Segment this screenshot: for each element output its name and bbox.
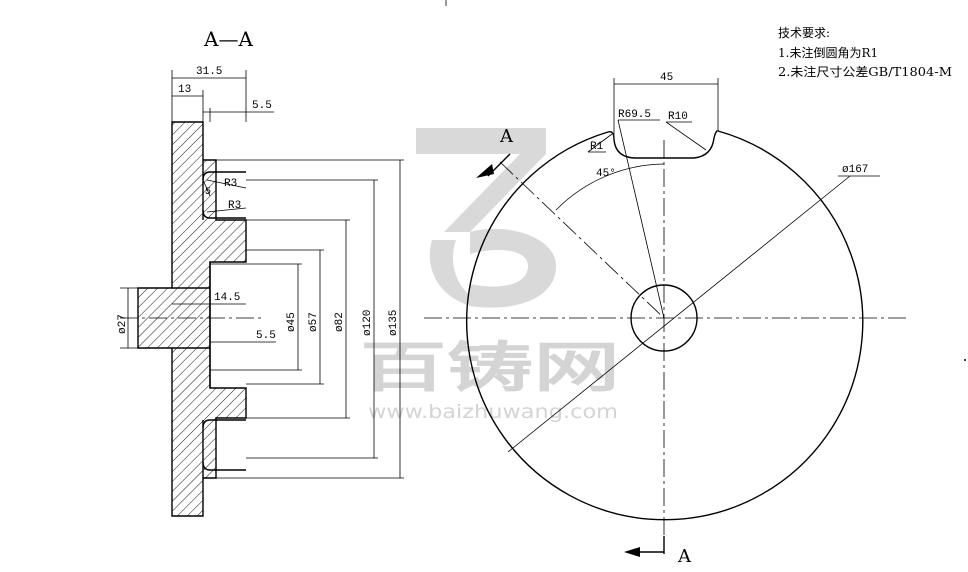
dim-45: 45 [660,72,673,84]
dim-dia-135: ø135 [388,310,400,336]
dim-dia-167: ø167 [842,164,868,176]
dim-dia-45: ø45 [286,312,298,332]
dim-dia-57: ø57 [308,312,320,332]
dim-r69-5: R69.5 [618,109,651,121]
watermark: 百铸网 www.baizhuwang.com [360,128,620,423]
notes-item-1: 1.未注倒圆角为R1 [778,45,878,60]
technical-notes: 技术要求: 1.未注倒圆角为R1 2.未注尺寸公差GB/T1804-M [778,26,952,79]
dim-r3-b: R3 [228,200,241,212]
plan-slot [607,130,719,159]
watermark-url: www.baizhuwang.com [368,401,618,423]
plan-outer-outline [466,130,864,521]
dim-r10: R10 [668,111,688,123]
plan-section-line [499,161,665,319]
dim-r3-a: R3 [224,178,237,190]
section-title: A—A [203,27,253,51]
notes-item-2: 2.未注尺寸公差GB/T1804-M [778,64,952,79]
dim-r1: R1 [590,141,604,153]
dim-13: 13 [178,84,191,96]
stray-dot [964,359,966,361]
section-arrow-top-icon [476,164,494,178]
dim-31-5: 31.5 [196,66,222,78]
section-view: A—A 31.5 13 5.5 5 R3 R3 [117,27,404,517]
plan-view: A A ø167 45° 45 R69.5 R10 R1 [424,72,908,567]
section-mark-top: A [499,126,514,147]
dim-dia-82: ø82 [334,312,346,332]
section-mark-bottom: A [677,546,692,567]
dim-5-small: 5 [205,187,211,198]
watermark-logo-icon [416,128,556,308]
notes-heading: 技术要求: [778,26,830,40]
watermark-brand: 百铸网 [360,336,620,399]
dim-5-5-top: 5.5 [252,100,272,112]
section-arrow-bottom-icon [624,547,640,557]
dim-angle-45: 45° [596,168,616,180]
dim-dia-27: ø27 [117,314,129,334]
dim-5-5-mid: 5.5 [256,330,276,342]
dim-14-5: 14.5 [214,292,240,304]
dim-dia-120: ø120 [362,310,374,336]
